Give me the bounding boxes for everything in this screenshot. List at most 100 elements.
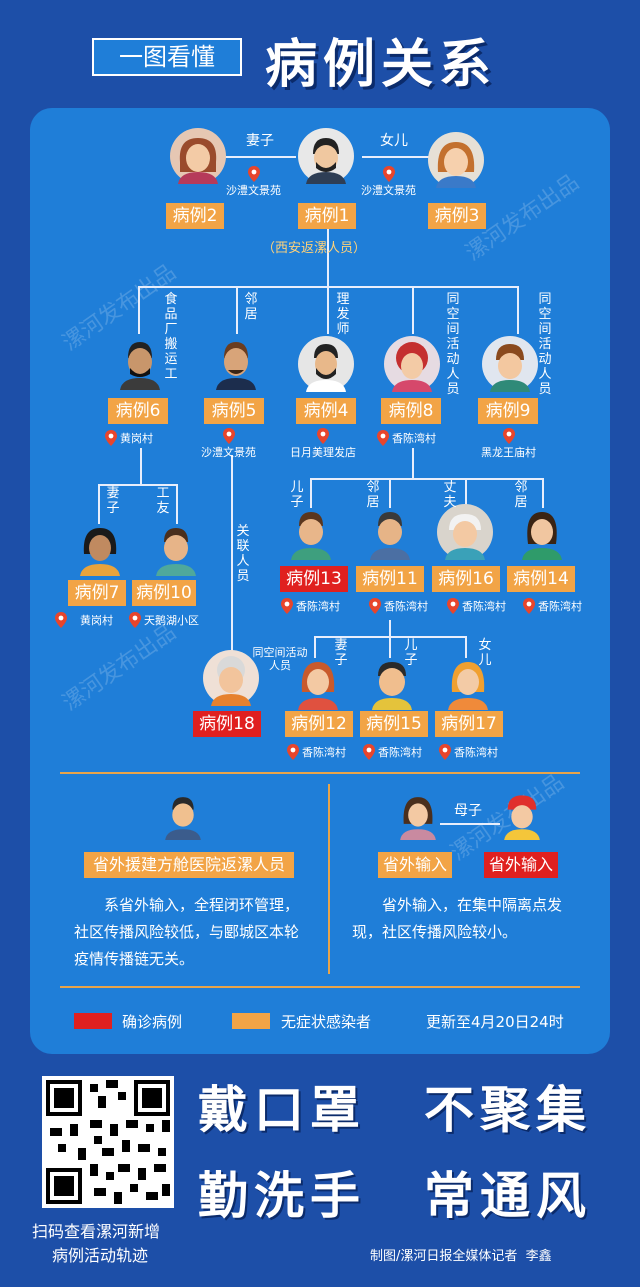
- relation-wife: 妻子: [246, 133, 274, 149]
- case-tag: 病例3: [428, 203, 486, 229]
- mother-son-line: [440, 823, 500, 825]
- location: 黑龙王庙村: [481, 428, 536, 460]
- case-tag: 病例15: [360, 711, 428, 737]
- location: 香陈湾村: [280, 598, 340, 614]
- map-pin-icon: [55, 612, 67, 628]
- qr-caption-line1: 扫码查看漯河新增: [32, 1222, 161, 1241]
- case-tag: 病例9: [478, 398, 538, 424]
- location: 日月美理发店: [290, 428, 356, 460]
- location: 香陈湾村: [446, 598, 506, 614]
- man-avatar-icon: [120, 342, 160, 390]
- man-avatar-icon: [156, 528, 196, 576]
- man-avatar-icon: [482, 336, 538, 392]
- boy-avatar-icon: [372, 662, 412, 710]
- imported-right-tag: 省外输入: [378, 852, 452, 878]
- relation-xian-returnee: （西安返漯人员）: [262, 241, 367, 256]
- imported-left-text: 系省外输入，全程闭环管理，社区传播风险较低，与郾城区本轮疫情传播链无关。: [74, 896, 300, 968]
- legend-label-confirmed: 确诊病例: [122, 1013, 183, 1031]
- case-tag: 病例4: [296, 398, 356, 424]
- case-tag: 病例16: [432, 566, 500, 592]
- map-pin-icon: [363, 744, 375, 760]
- imported-left-tag: 省外援建方舱医院返漯人员: [84, 852, 294, 878]
- divider: [328, 784, 330, 974]
- relation-wife: 妻子: [106, 486, 120, 516]
- map-pin-icon: [222, 428, 235, 444]
- relation-wife: 妻子: [334, 638, 348, 668]
- slogan-wash-hands: 勤洗手: [198, 1166, 366, 1225]
- location: 沙澧文景苑: [201, 428, 256, 460]
- map-pin-icon: [447, 598, 459, 614]
- case-tag: 病例8: [381, 398, 441, 424]
- map-pin-icon: [105, 430, 117, 446]
- map-pin-icon: [129, 612, 141, 628]
- man-avatar-icon: [165, 797, 201, 840]
- woman-avatar-icon: [170, 128, 226, 184]
- location: 香陈湾村: [286, 744, 346, 760]
- relation-barber: 理发师: [336, 292, 350, 337]
- legend-swatch-asymptomatic: [232, 1013, 270, 1029]
- location: 香陈湾村: [362, 744, 422, 760]
- woman-avatar-icon: [384, 336, 440, 392]
- legend-label-asymptomatic: 无症状感染者: [281, 1013, 372, 1031]
- location: 香陈湾村: [522, 598, 582, 614]
- header-badge-text: 一图看懂: [119, 43, 215, 71]
- map-pin-icon: [281, 598, 293, 614]
- map-pin-icon: [369, 598, 381, 614]
- legend-swatch-confirmed: [74, 1013, 112, 1029]
- case-tag: 病例7: [68, 580, 126, 606]
- relation-daughter: 女儿: [478, 638, 492, 668]
- woman-avatar-icon: [80, 528, 120, 576]
- case-tag: 病例11: [356, 566, 424, 592]
- old-man-avatar-icon: [437, 504, 493, 560]
- map-pin-icon: [439, 744, 451, 760]
- relation-neighbor: 邻居: [244, 292, 258, 322]
- relation-neighbor: 邻居: [514, 480, 528, 510]
- relation-same-space: 同空间活动人员: [252, 646, 308, 672]
- relation-coworker: 工友: [156, 486, 170, 516]
- relation-son: 儿子: [290, 480, 304, 510]
- map-pin-icon: [502, 428, 515, 444]
- case-tag: 病例10: [132, 580, 196, 606]
- slogan-no-gathering: 不聚集: [424, 1080, 592, 1139]
- old-woman-avatar-icon: [203, 650, 259, 706]
- location: 沙澧文景苑: [361, 166, 416, 198]
- map-pin-icon: [377, 430, 389, 446]
- location: 黄岗村: [104, 430, 153, 446]
- case-tag: 病例12: [285, 711, 353, 737]
- boy-avatar-icon: [504, 795, 540, 840]
- map-pin-icon: [523, 598, 535, 614]
- case-tag-confirmed: 病例13: [280, 566, 348, 592]
- case-tag: 病例6: [108, 398, 168, 424]
- man-avatar-icon: [216, 342, 256, 390]
- man-avatar-icon: [298, 128, 354, 184]
- slogan-ventilate: 常通风: [424, 1166, 592, 1225]
- relation-associated: 关联人员: [236, 524, 250, 584]
- case-tag: 病例5: [204, 398, 264, 424]
- relation-mother-son: 母子: [454, 803, 482, 819]
- header-badge: [92, 38, 242, 76]
- map-pin-icon: [382, 166, 395, 182]
- imported-right-tag-confirmed: 省外输入: [484, 852, 558, 878]
- credit: 制图/漯河日报全媒体记者 李鑫: [370, 1249, 552, 1264]
- location: 香陈湾村: [368, 598, 428, 614]
- qr-caption-line2: 病例活动轨迹: [52, 1246, 149, 1265]
- legend-updated: 更新至4月20日24时: [426, 1013, 564, 1031]
- girl-avatar-icon: [448, 662, 488, 710]
- qr-code-icon: [46, 1080, 170, 1204]
- relation-same-space: 同空间活动人员: [538, 292, 552, 397]
- case-tag-confirmed: 病例18: [193, 711, 261, 737]
- qr-code[interactable]: [42, 1076, 174, 1208]
- relation-same-space: 同空间活动人员: [446, 292, 460, 397]
- barber-avatar-icon: [298, 336, 354, 392]
- relation-son: 儿子: [404, 638, 418, 668]
- case-tag: 病例2: [166, 203, 224, 229]
- location: 黄岗村: [54, 612, 113, 628]
- map-pin-icon: [287, 744, 299, 760]
- boy-avatar-icon: [291, 512, 331, 560]
- woman-avatar-icon: [522, 512, 562, 560]
- page-title: 病例关系: [265, 35, 498, 95]
- map-pin-icon: [317, 428, 329, 444]
- woman-avatar-icon: [400, 797, 436, 840]
- map-pin-icon: [247, 166, 260, 182]
- case-tag: 病例14: [507, 566, 575, 592]
